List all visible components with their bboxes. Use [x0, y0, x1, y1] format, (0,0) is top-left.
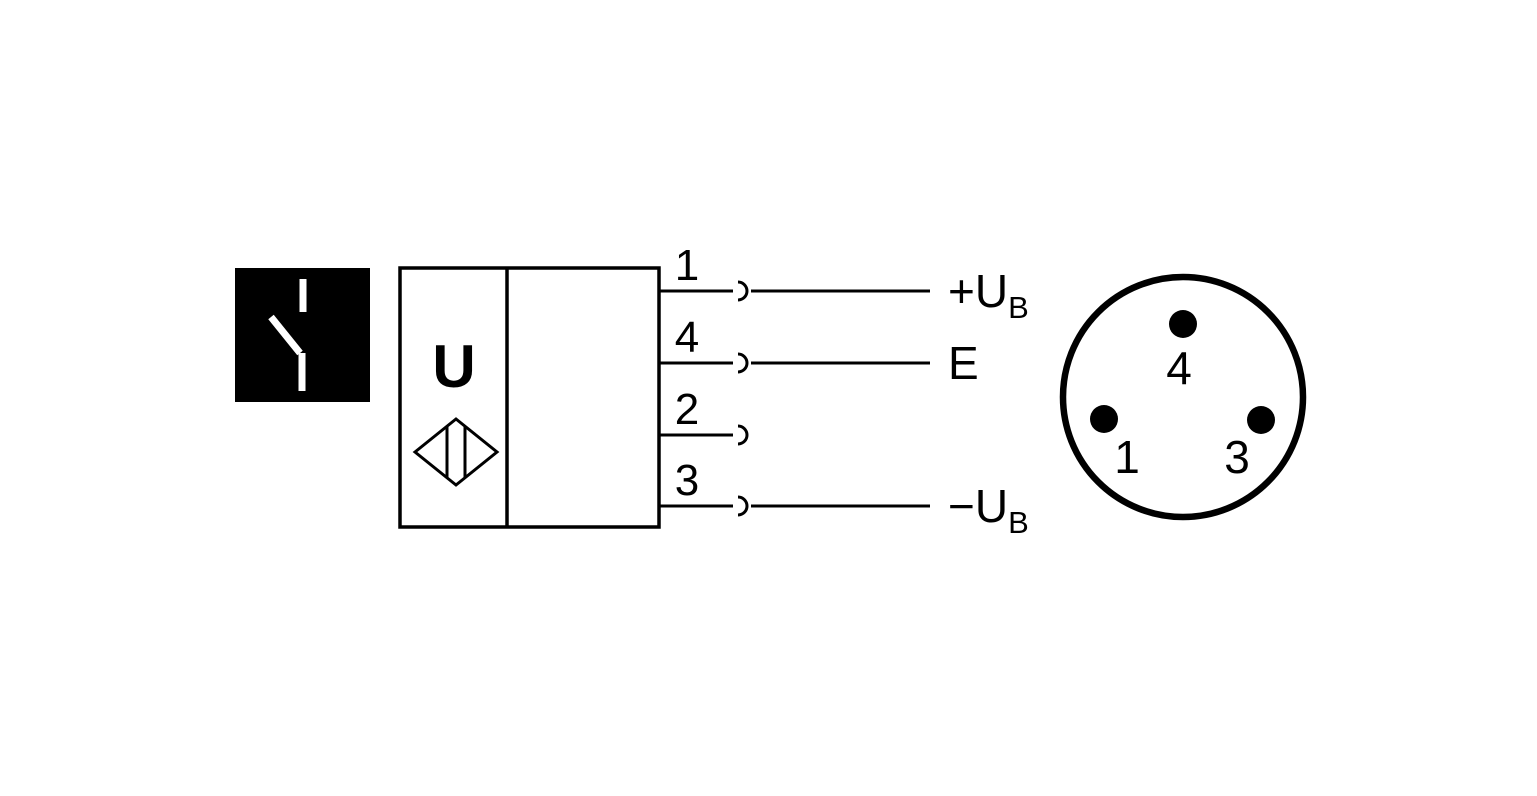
connector-face-view: 4 1 3	[1059, 273, 1307, 521]
connector-contact-arc	[737, 424, 749, 446]
sensor-output-letter: U	[432, 333, 475, 400]
pin-number-label: 4	[675, 313, 699, 362]
switch-output-symbol	[235, 268, 370, 402]
connector-contact-arc	[737, 352, 749, 374]
wire-end-label-main: +U	[948, 265, 1008, 317]
sensor-block-outline	[398, 266, 661, 529]
connector-contact-arc	[737, 280, 749, 302]
wire-row-pin2: 2	[660, 385, 749, 446]
sensor-diamond-outline	[412, 417, 500, 487]
wire-row-pin1: 1 +UB	[660, 241, 1029, 325]
connector-contact-arc	[737, 495, 749, 517]
pin-number-label: 3	[675, 456, 699, 505]
switch-lever-line	[268, 314, 303, 356]
connector-pin4-label: 4	[1166, 342, 1192, 394]
wire-row-pin4: 4 E	[660, 313, 979, 389]
pin-number-label: 2	[675, 385, 699, 434]
wire-end-label-subscript: B	[1008, 290, 1029, 325]
pin-number-label: 1	[675, 241, 699, 290]
connector-pin4-dot	[1169, 310, 1197, 338]
connector-pin1-label: 1	[1114, 431, 1140, 483]
connector-pin1-dot	[1090, 405, 1118, 433]
wire-end-label: +UB	[948, 265, 1029, 325]
connector-pin3-label: 3	[1224, 431, 1250, 483]
wire-end-label-main: −U	[948, 480, 1008, 532]
connector-pin3-dot	[1247, 406, 1275, 434]
wire-row-pin3: 3 −UB	[660, 456, 1029, 540]
wire-end-label-main: E	[948, 337, 979, 389]
wire-end-label: −UB	[948, 480, 1029, 540]
sensor-block: U	[398, 266, 661, 529]
sensor-diamond-icon	[412, 417, 500, 487]
wire-end-label: E	[948, 337, 979, 389]
wire-end-label-subscript: B	[1008, 505, 1029, 540]
connector-face-outline	[1059, 273, 1307, 521]
